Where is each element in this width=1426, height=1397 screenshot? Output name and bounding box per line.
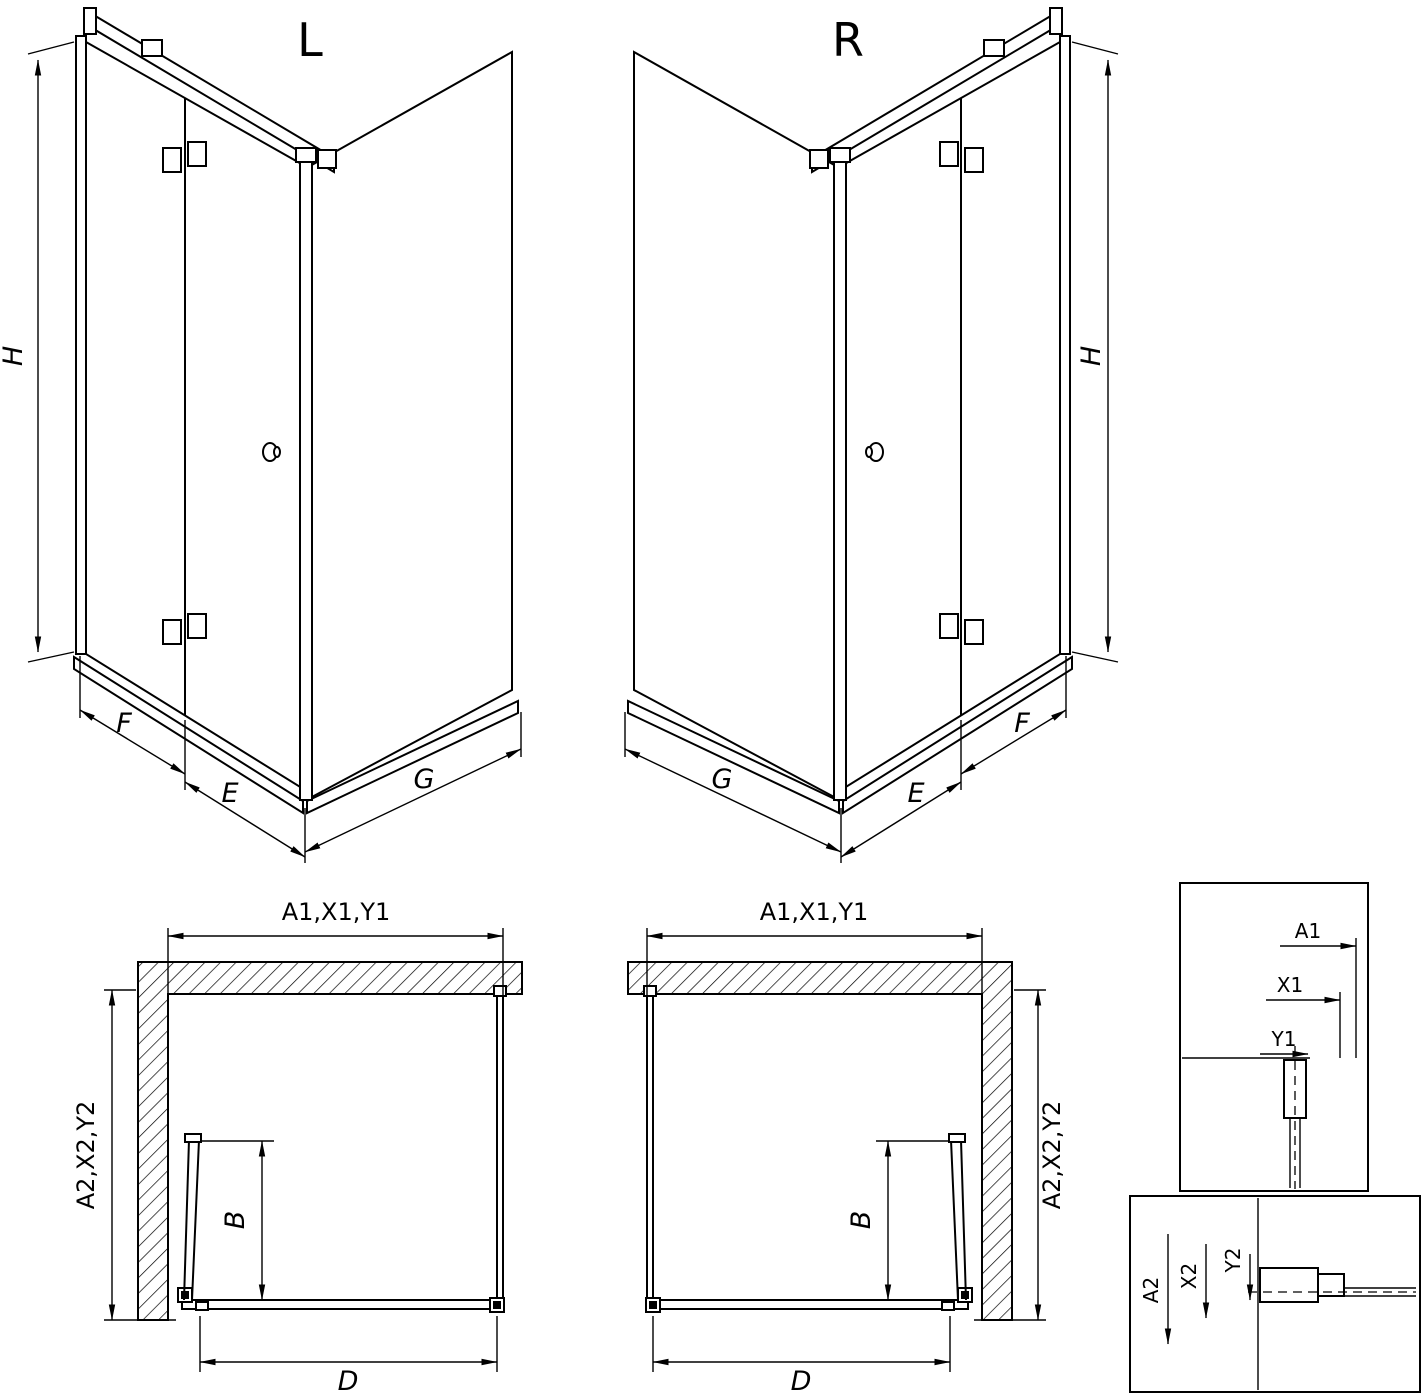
threshold-track: [181, 1299, 504, 1310]
dim-label-b: B: [220, 1211, 251, 1230]
hinge-bottom-plate-a: [162, 619, 182, 645]
view-label-left: L: [297, 13, 323, 67]
dimension-a1x1y1: A1,X1,Y1: [646, 898, 983, 996]
dim-label-g: G: [414, 764, 435, 795]
dimension-d: D: [199, 1316, 498, 1397]
dim-label-a1: A1: [1295, 919, 1321, 943]
dim-label-a1x1y1: A1,X1,Y1: [282, 898, 391, 926]
corner-post: [299, 157, 313, 801]
corner-post-cap: [829, 147, 851, 163]
folded-door-cap: [948, 1133, 966, 1143]
hinge-bottom-plate-a: [964, 619, 984, 645]
door-guide: [941, 1301, 955, 1311]
corner-post-cap: [295, 147, 317, 163]
dim-label-a2x2y2: A2,X2,Y2: [72, 1101, 100, 1210]
dim-label-x2: X2: [1177, 1263, 1201, 1289]
corner-post: [833, 157, 847, 801]
dimension-line: [624, 748, 842, 853]
dimension-a2x2y2: A2,X2,Y2: [72, 989, 176, 1321]
side-face-glass: [309, 50, 513, 800]
view-label-right: R: [832, 13, 864, 67]
hinge-top-plate-b: [939, 141, 959, 167]
detail-profile-bottom: A2 X2 Y2: [1129, 1195, 1421, 1393]
dimension-b: B: [201, 1140, 274, 1301]
dim-label-e: E: [221, 778, 238, 809]
wall-bracket-plan: [493, 985, 507, 997]
dim-label-f: F: [116, 708, 132, 739]
folded-door-cap: [184, 1133, 202, 1143]
dimension-b: B: [846, 1140, 949, 1301]
threshold-track: [646, 1299, 969, 1310]
rail-wall-bracket: [141, 39, 163, 57]
rail-end-cap: [1049, 7, 1063, 35]
hinge-bottom-plate-b: [939, 613, 959, 639]
wall-bracket-plan: [643, 985, 657, 997]
dim-label-h: H: [1076, 346, 1107, 366]
dim-label-e: E: [907, 778, 924, 809]
dim-label-h: H: [0, 346, 29, 366]
dim-label-f: F: [1014, 708, 1030, 739]
dim-label-d: D: [338, 1366, 359, 1397]
dimension-line: [304, 748, 522, 853]
corner-post-core: [493, 1301, 501, 1309]
profile-step: [1317, 1273, 1345, 1297]
dim-label-d: D: [791, 1366, 812, 1397]
wall-profile-section: [1283, 1059, 1307, 1119]
dim-label-y1: Y1: [1271, 1027, 1297, 1051]
rail-corner-bracket: [317, 149, 337, 169]
dimension-g: G: [624, 712, 842, 853]
dim-label-g: G: [712, 764, 733, 795]
side-face-glass: [633, 50, 837, 800]
wall-profile: [1059, 35, 1071, 655]
hinge-top-plate-a: [964, 147, 984, 173]
folded-door-panels: [950, 1139, 967, 1301]
hinge-bottom-plate-b: [187, 613, 207, 639]
dim-label-y2: Y2: [1221, 1248, 1245, 1274]
dim-label-x1: X1: [1277, 973, 1303, 997]
perspective-view-left: L H F E G: [0, 7, 522, 863]
hinge-top-plate-b: [187, 141, 207, 167]
side-glass-plan: [496, 993, 504, 1309]
detail-profile-top: A1 X1 Y1: [1179, 882, 1369, 1192]
plan-view-left: A1,X1,Y1 A2,X2,Y2 B D: [72, 898, 523, 1397]
dimension-line: [184, 781, 306, 858]
dimension-line: [79, 709, 186, 775]
dimension-e: E: [184, 778, 306, 863]
dimension-a1x1y1: A1,X1,Y1: [167, 898, 504, 996]
wall-profile-section: [1259, 1267, 1319, 1303]
hinge-top-plate-a: [162, 147, 182, 173]
dimension-f: F: [960, 656, 1067, 790]
dimension-a2x2y2: A2,X2,Y2: [974, 989, 1066, 1321]
dimension-f: F: [79, 656, 186, 790]
corner-post-core: [649, 1301, 657, 1309]
door-handle-stem: [273, 446, 281, 458]
side-glass-plan: [646, 993, 654, 1309]
rail-wall-bracket: [983, 39, 1005, 57]
extension-lines: [27, 41, 75, 663]
rail-end-cap: [83, 7, 97, 35]
dim-label-a2x2y2: A2,X2,Y2: [1038, 1101, 1066, 1210]
dimension-d: D: [652, 1316, 951, 1397]
dimension-height: H: [1071, 41, 1119, 663]
detail-frame: [1179, 882, 1369, 1192]
dimension-height: H: [0, 41, 75, 663]
extension-lines: [1071, 41, 1119, 663]
detail-frame: [1129, 1195, 1421, 1393]
dimension-line: [840, 781, 962, 858]
plan-view-right: A1,X1,Y1 A2,X2,Y2 B D: [627, 898, 1066, 1397]
door-handle-stem: [865, 446, 873, 458]
dim-label-a2: A2: [1139, 1277, 1163, 1303]
wall-profile: [75, 35, 87, 655]
dim-label-a1x1y1: A1,X1,Y1: [760, 898, 869, 926]
door-guide: [195, 1301, 209, 1311]
folded-door-panels: [183, 1139, 200, 1301]
rail-corner-bracket: [809, 149, 829, 169]
dimension-g: G: [304, 712, 522, 853]
dim-label-b: B: [846, 1211, 877, 1230]
perspective-view-right: R H F E G: [624, 7, 1119, 863]
dimension-line: [960, 709, 1067, 775]
